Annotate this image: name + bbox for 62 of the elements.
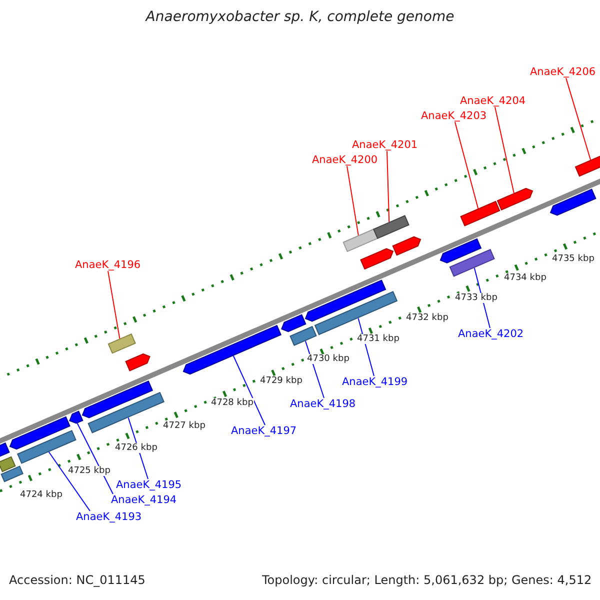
gene-label: AnaeK_4206 [530,66,596,78]
gene-block [16,430,76,464]
pointed-gene-block [440,238,482,264]
leader-line [76,422,114,494]
pointed-gene-block [496,188,534,210]
leader-line [494,106,514,194]
gene-block [314,290,398,336]
pointed-gene-block [182,324,282,375]
footer-text: Topology: circular; Length: 5,061,632 bp; Genes: 4,512 [262,574,592,588]
leader-line [566,78,592,160]
scale-label: 4728 kbp [210,398,254,408]
pointed-gene-block [9,416,70,450]
gene-block [372,215,410,240]
pointed-gene-block [0,442,10,458]
gene-block [290,326,317,346]
pointed-gene-block [69,410,84,424]
gene-label: AnaeK_4196 [75,259,141,272]
pointed-gene-block [550,188,596,216]
pointed-gene-block [360,248,394,270]
gene-block [460,200,500,226]
scale-label: 4733 kbp [454,293,498,304]
diagram-title: Anaeromyxobacter sp. K, complete genome [144,9,456,26]
gene-block [88,392,165,434]
leader-line [346,166,359,236]
leader-line [454,122,479,210]
gene-label: AnaeK_4203 [421,110,487,122]
gene-label: AnaeK_4204 [460,95,526,108]
scale-label: 4731 kbp [356,334,400,344]
gene-label: AnaeK_4199 [342,376,408,388]
gene-block [449,248,495,277]
scale-label: 4725 kbp [67,466,112,476]
pointed-gene-block [392,236,422,256]
leader-line [386,150,390,223]
gene-label: AnaeK_4201 [352,139,418,152]
scale-label: 4729 kbp [259,376,304,386]
pointed-gene-block [304,280,386,322]
leader-line [232,355,266,426]
scale-label: 4727 kbp [162,421,206,432]
gene-block [0,456,16,472]
scale-label: 4732 kbp [405,313,450,324]
gene-block [0,466,24,482]
gene-label: AnaeK_4202 [458,328,524,340]
gene-block [342,228,378,252]
leader-line [48,452,90,512]
scale-label: 4730 kbp [306,354,350,364]
pointed-gene-block [82,380,154,418]
gene-block [108,333,136,354]
gene-label: AnaeK_4193 [76,511,142,524]
gene-label: AnaeK_4200 [312,154,378,166]
scale-label: 4726 kbp [114,443,158,454]
gene-block [574,153,600,177]
gene-label: AnaeK_4197 [231,425,297,438]
pointed-gene-block [281,314,306,332]
pointed-gene-block [125,353,150,372]
footer-text: Accession: NC_011145 [9,574,146,588]
scale-label: 4724 kbp [19,490,64,500]
gene-label: AnaeK_4198 [290,398,356,410]
gene-label: AnaeK_4194 [111,494,177,506]
scale-label: 4735 kbp [551,254,596,264]
leader-line [108,270,120,340]
scale-label: 4734 kbp [503,273,548,284]
gene-label: AnaeK_4195 [116,479,182,492]
